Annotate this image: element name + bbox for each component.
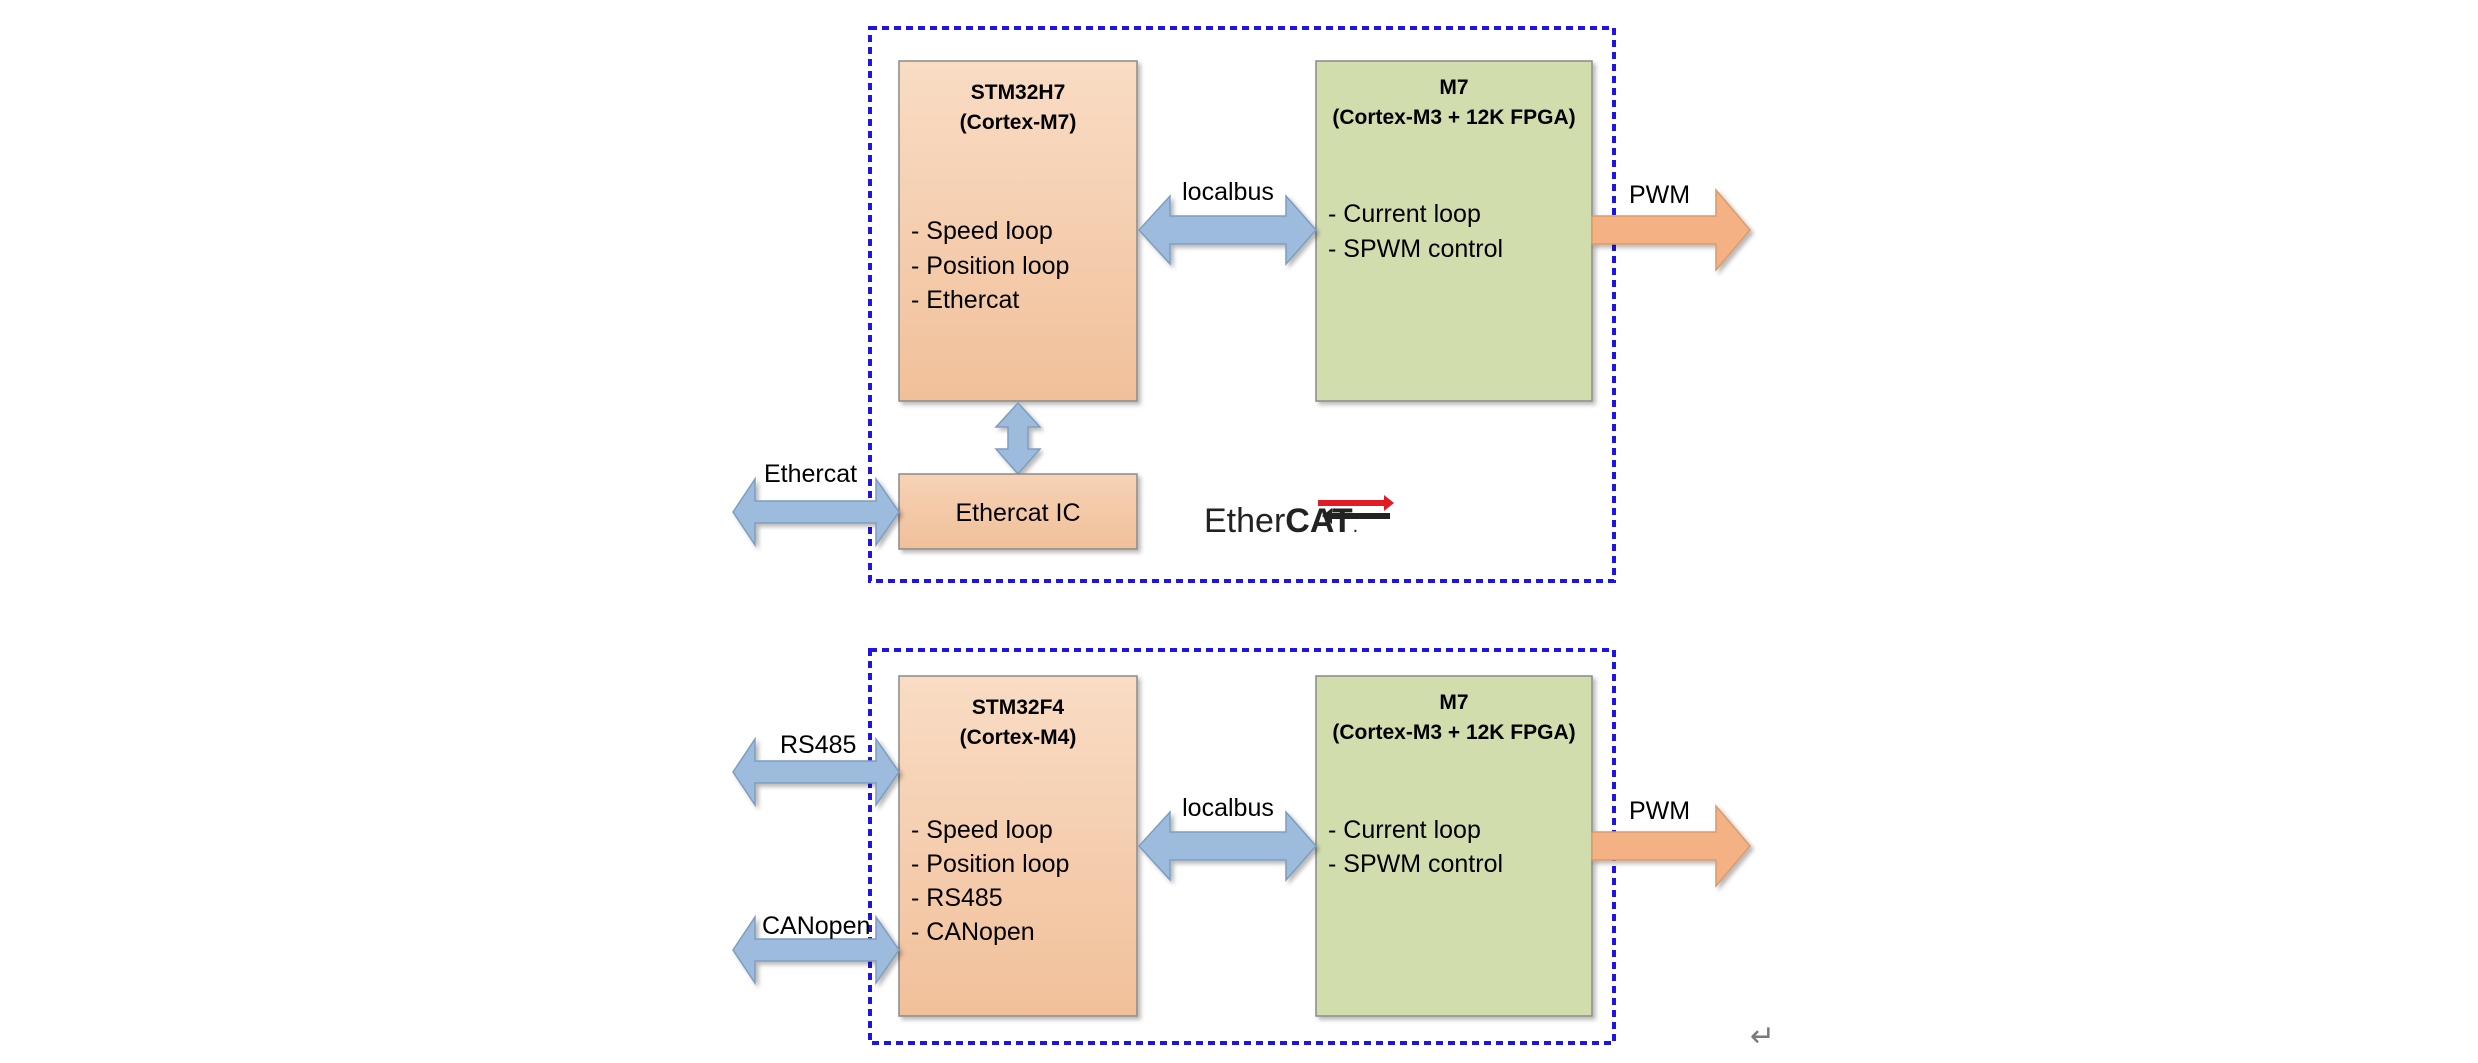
top-pwm-arrow <box>1591 187 1751 273</box>
bottom-mcu-item: - RS485 <box>911 884 1003 912</box>
bottom-mcu-title-1: STM32F4 <box>972 696 1065 719</box>
bottom-mcu-box <box>898 675 1138 1017</box>
bottom-canopen-label: CANopen <box>762 912 870 940</box>
bottom-rs485-arrow <box>732 736 900 808</box>
top-fpga-title-2: (Cortex-M3 + 12K FPGA) <box>1332 106 1575 129</box>
ethercat-logo: EtherCAT. <box>1204 495 1394 540</box>
top-vertical-arrow <box>994 401 1042 476</box>
top-fpga-item: - Current loop <box>1328 200 1481 228</box>
top-mcu-title-2: (Cortex-M7) <box>960 111 1077 134</box>
bottom-fpga-title-1: M7 <box>1439 691 1468 714</box>
top-dashed-boundary <box>868 26 1616 583</box>
top-ethercat-ic-box <box>898 473 1138 550</box>
top-ethercat-ic-label: Ethercat IC <box>955 499 1080 527</box>
ethercat-logo-text-3: . <box>1353 515 1359 537</box>
ethercat-logo-text-1: Ether <box>1204 502 1285 540</box>
bottom-mcu-item: - Speed loop <box>911 816 1053 844</box>
bottom-fpga-title-2: (Cortex-M3 + 12K FPGA) <box>1332 721 1575 744</box>
top-fpga-box <box>1315 60 1593 402</box>
bottom-localbus-arrow <box>1137 810 1318 882</box>
bottom-fpga-item: - Current loop <box>1328 816 1481 844</box>
bottom-pwm-label: PWM <box>1629 797 1690 825</box>
bottom-fpga-item: - SPWM control <box>1328 850 1503 878</box>
ethercat-logo-text-2: CAT <box>1285 502 1353 540</box>
bottom-fpga-box <box>1315 675 1593 1017</box>
top-ethercat-ext-arrow <box>732 476 900 548</box>
top-mcu-box <box>898 60 1138 402</box>
top-mcu-item: - Ethercat <box>911 286 1019 314</box>
bottom-diagram: STM32F4 (Cortex-M4) - Speed loop - Posit… <box>732 648 1751 1045</box>
bottom-localbus-label: localbus <box>1182 794 1274 822</box>
top-mcu-item: - Speed loop <box>911 217 1053 245</box>
bottom-mcu-title-2: (Cortex-M4) <box>960 726 1077 749</box>
top-ethercat-ext-label: Ethercat <box>764 460 857 488</box>
top-mcu-item: - Position loop <box>911 252 1069 280</box>
bottom-mcu-item: - Position loop <box>911 850 1069 878</box>
top-fpga-item: - SPWM control <box>1328 235 1503 263</box>
bottom-rs485-label: RS485 <box>780 731 856 759</box>
top-localbus-label: localbus <box>1182 178 1274 206</box>
top-pwm-label: PWM <box>1629 181 1690 209</box>
bottom-mcu-item: - CANopen <box>911 918 1035 946</box>
bottom-canopen-arrow <box>732 914 900 986</box>
top-mcu-title-1: STM32H7 <box>971 81 1066 104</box>
top-diagram: STM32H7 (Cortex-M7) - Speed loop - Posit… <box>732 26 1751 583</box>
ethercat-logo-red-arrow <box>1318 495 1394 511</box>
ethercat-logo-dark-arrow <box>1322 508 1390 524</box>
top-localbus-arrow <box>1137 194 1318 266</box>
return-symbol-icon: ↵ <box>1750 1020 1775 1053</box>
svg-text:EtherCAT.: EtherCAT. <box>1204 502 1358 540</box>
top-fpga-title-1: M7 <box>1439 76 1468 99</box>
bottom-pwm-arrow <box>1591 803 1751 889</box>
